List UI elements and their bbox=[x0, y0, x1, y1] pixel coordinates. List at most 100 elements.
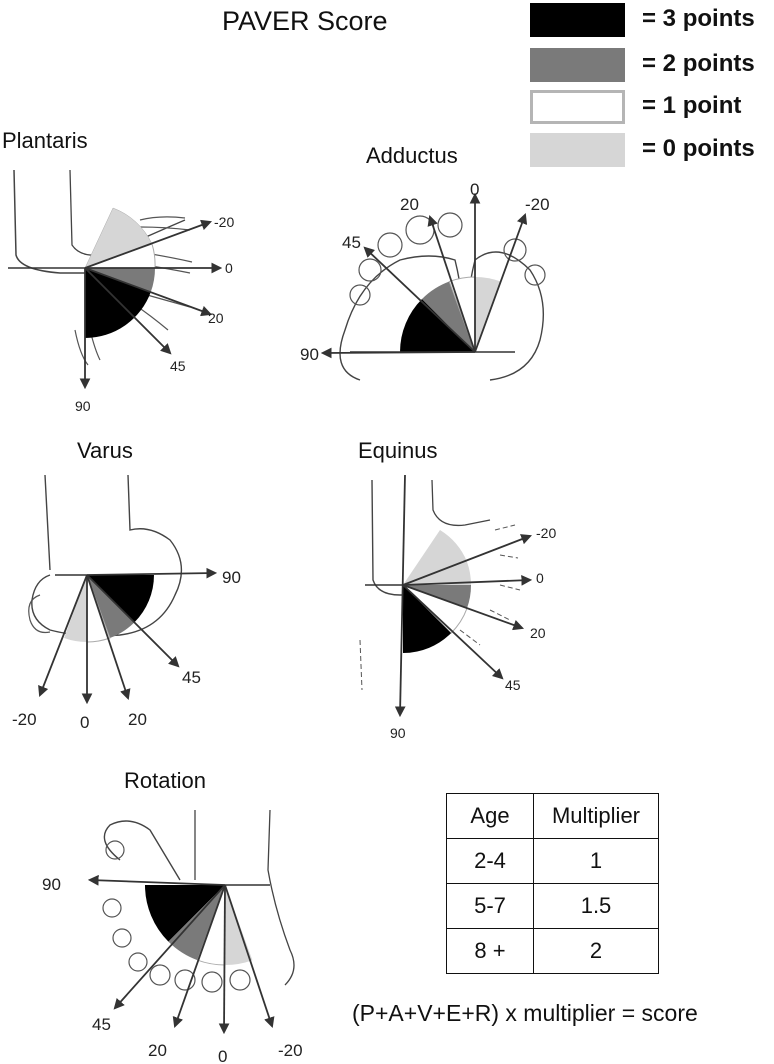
arrow-minus-20 bbox=[474, 212, 528, 353]
varus-diagram: 90 45 -20 0 20 bbox=[12, 474, 241, 732]
foot-outline bbox=[28, 594, 51, 634]
arrow-0 bbox=[218, 884, 230, 1035]
sector-3-points bbox=[87, 575, 155, 623]
tick-label: 90 bbox=[222, 568, 241, 587]
plantaris-label: Plantaris bbox=[2, 128, 88, 153]
toe-sketch bbox=[358, 258, 382, 282]
legend-label: = 0 points bbox=[642, 135, 755, 162]
table-header: Age bbox=[446, 793, 534, 839]
table-cell: 1.5 bbox=[533, 883, 659, 929]
tick-label: -20 bbox=[214, 214, 234, 230]
toe-sketch bbox=[377, 232, 403, 258]
arrow-0 bbox=[402, 574, 533, 586]
arrow-90 bbox=[320, 347, 476, 359]
sector-2-points bbox=[422, 281, 475, 352]
toe-sketch bbox=[128, 952, 148, 972]
table-header-row: Age Multiplier bbox=[446, 793, 659, 839]
tick-label: 90 bbox=[390, 725, 406, 741]
toe-sketch bbox=[105, 840, 125, 860]
tick-label: 45 bbox=[342, 233, 361, 252]
arrow-90 bbox=[87, 874, 226, 886]
score-formula: (P+A+V+E+R) x multiplier = score bbox=[352, 1000, 698, 1026]
sector-0-points bbox=[403, 530, 467, 585]
toe-sketch bbox=[524, 264, 546, 286]
tick-label: 0 bbox=[536, 570, 544, 586]
sector-2-points bbox=[87, 575, 135, 638]
tick-label: -20 bbox=[278, 1041, 303, 1060]
tick-label: 45 bbox=[505, 677, 521, 693]
table-cell: 8 + bbox=[446, 928, 534, 974]
plantaris-diagram: -20 0 20 45 90 bbox=[8, 169, 234, 414]
table-cell: 2 bbox=[533, 928, 659, 974]
toe-sketch bbox=[349, 284, 371, 306]
arrow-minus-20 bbox=[224, 884, 275, 1029]
foot-outline-dashed bbox=[459, 524, 521, 646]
table-cell: 5-7 bbox=[446, 883, 534, 929]
sector-3-points bbox=[403, 585, 452, 653]
tick-label: 45 bbox=[92, 1015, 111, 1034]
toe-sketch bbox=[201, 971, 223, 993]
arrow-45 bbox=[402, 584, 504, 680]
toe-sketch bbox=[437, 212, 463, 238]
adductus-diagram: 20 0 -20 45 90 bbox=[300, 180, 550, 381]
tick-label: -20 bbox=[525, 195, 550, 214]
arrow-minus-20 bbox=[84, 219, 213, 269]
arrow-45 bbox=[84, 267, 172, 355]
foot-outline bbox=[103, 820, 181, 881]
leg-outline bbox=[371, 479, 430, 596]
leg-outline bbox=[431, 479, 491, 527]
tick-label: 0 bbox=[470, 180, 479, 199]
sector-3-points bbox=[400, 299, 475, 352]
toes-sketch bbox=[134, 216, 193, 331]
adductus-label: Adductus bbox=[366, 143, 458, 168]
legend-swatch-white bbox=[530, 90, 625, 124]
legend-swatch-light-grey bbox=[530, 133, 625, 167]
equinus-label: Equinus bbox=[358, 438, 438, 463]
sector-3-points bbox=[144, 885, 225, 942]
toe-sketch bbox=[174, 969, 196, 991]
table-row: 8 + 2 bbox=[446, 928, 659, 974]
arrow-90 bbox=[86, 567, 218, 579]
toe-sketch bbox=[405, 215, 435, 245]
toe-sketch bbox=[102, 898, 122, 918]
tick-label: 0 bbox=[225, 260, 233, 276]
toe-sketch bbox=[149, 964, 171, 986]
arrow-20 bbox=[86, 574, 131, 701]
tick-label: 20 bbox=[530, 625, 546, 641]
table-cell: 2-4 bbox=[446, 838, 534, 884]
arrow-20 bbox=[84, 267, 213, 317]
tick-label: 20 bbox=[208, 310, 224, 326]
legend-item-0-points: = 0 points bbox=[530, 132, 755, 168]
tick-label: 90 bbox=[300, 345, 319, 364]
tick-label: 20 bbox=[148, 1041, 167, 1060]
toe-sketch bbox=[112, 928, 132, 948]
sector-2-points bbox=[168, 885, 225, 961]
tick-label: 20 bbox=[400, 195, 419, 214]
tick-label: -20 bbox=[12, 710, 37, 729]
legend-label: = 2 points bbox=[642, 50, 755, 77]
arrow-90 bbox=[394, 474, 406, 718]
foot-outline-dashed bbox=[359, 639, 363, 691]
table-row: 5-7 1.5 bbox=[446, 883, 659, 929]
legend-label: = 3 points bbox=[642, 5, 755, 32]
tick-label: 90 bbox=[42, 875, 61, 894]
tick-label: 20 bbox=[128, 710, 147, 729]
arrow-45 bbox=[86, 574, 180, 668]
arrow-minus-20 bbox=[402, 534, 533, 586]
varus-label: Varus bbox=[77, 438, 133, 463]
arrow-20 bbox=[427, 214, 476, 353]
tick-label: 45 bbox=[182, 668, 201, 687]
legend-swatch-black bbox=[530, 3, 625, 37]
tick-label: 0 bbox=[80, 713, 89, 732]
toe-sketch bbox=[503, 238, 527, 262]
rotation-label: Rotation bbox=[124, 768, 206, 793]
table-header: Multiplier bbox=[533, 793, 659, 839]
leg-outline bbox=[194, 809, 295, 986]
equinus-diagram: -20 0 20 45 90 bbox=[359, 474, 556, 741]
tick-label: -20 bbox=[536, 525, 556, 541]
arrow-minus-20 bbox=[38, 574, 88, 698]
arrow-20 bbox=[172, 884, 226, 1029]
diagram-title: PAVER Score bbox=[222, 6, 388, 36]
tick-label: 45 bbox=[170, 358, 186, 374]
tick-label: 90 bbox=[75, 398, 91, 414]
